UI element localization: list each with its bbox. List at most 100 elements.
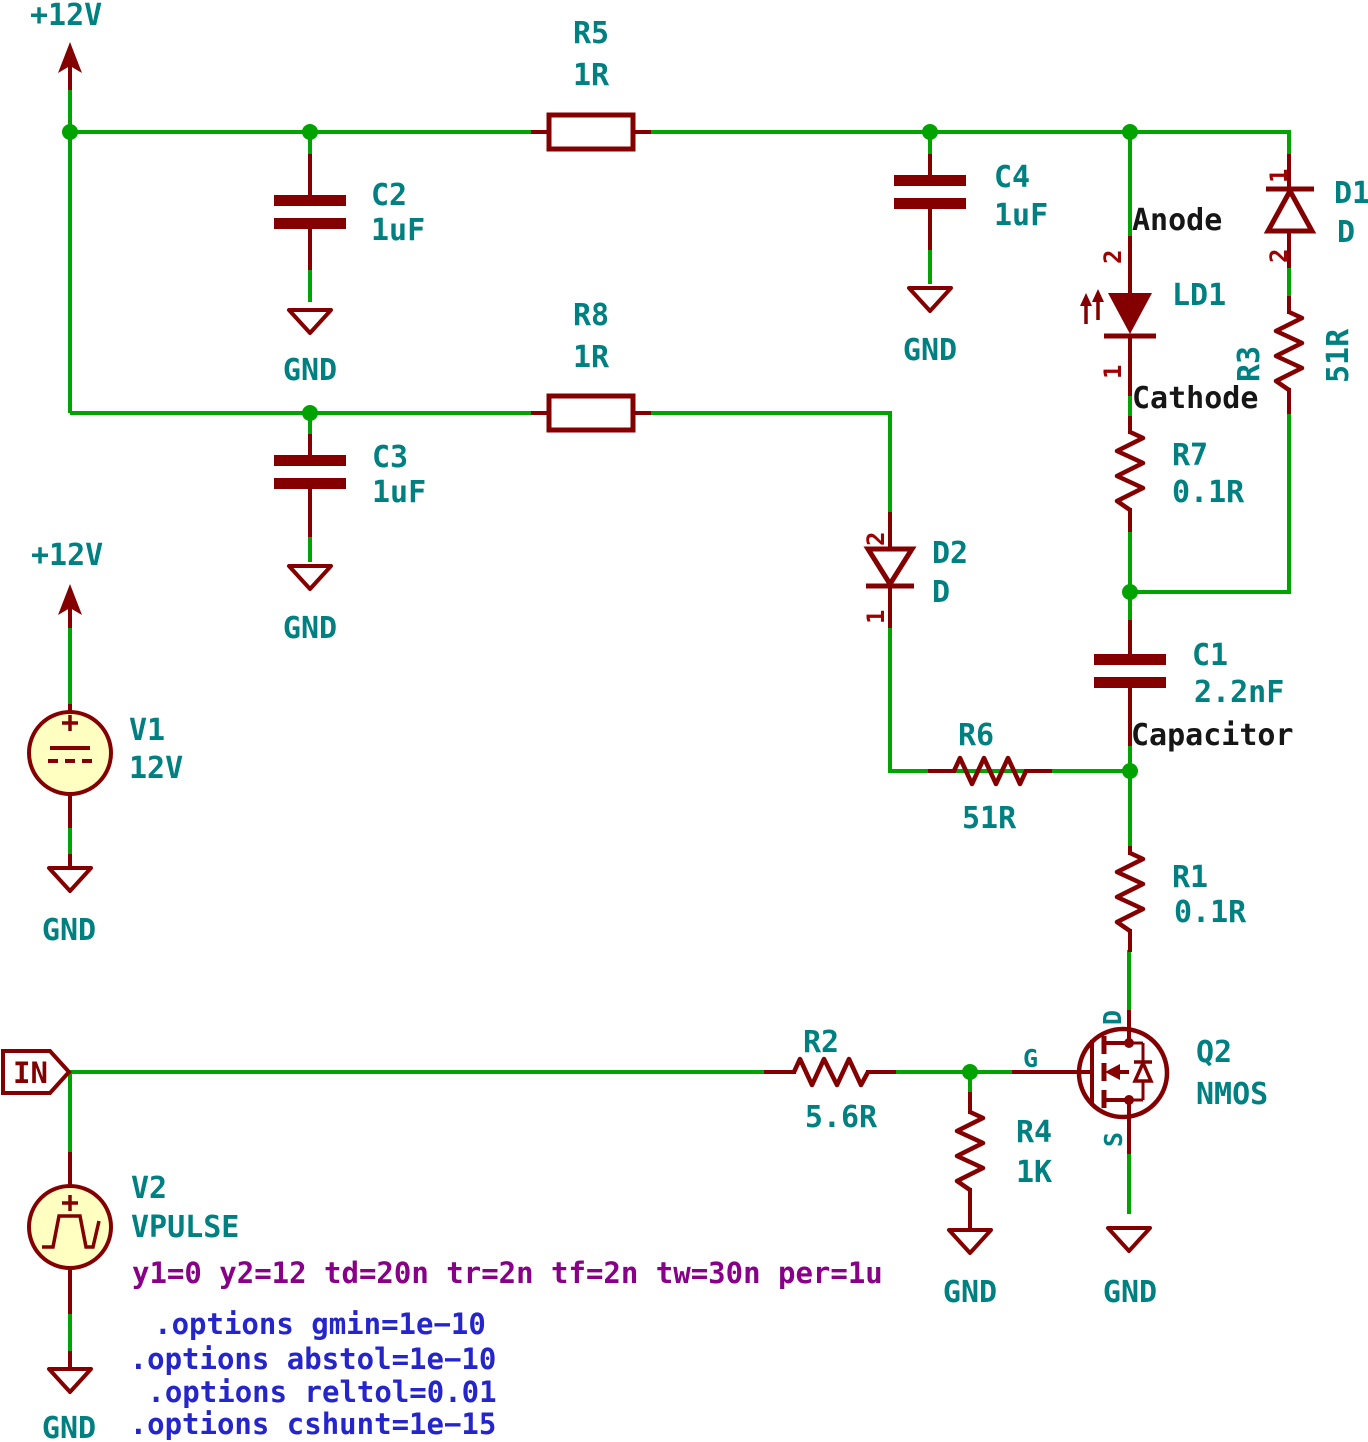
plus-icon xyxy=(62,715,78,731)
reference[interactable]: C1 xyxy=(1192,638,1228,673)
value[interactable]: 12V xyxy=(129,751,183,786)
reference[interactable]: R5 xyxy=(573,16,609,51)
reference[interactable]: C2 xyxy=(371,178,407,213)
reference[interactable]: R7 xyxy=(1172,438,1208,473)
gnd-v1[interactable]: GND xyxy=(42,866,96,948)
pulse-waveform-icon xyxy=(42,1214,101,1249)
resistor-R5[interactable]: R5 1R xyxy=(531,16,651,152)
diode-D1[interactable]: 1 2 D1 D xyxy=(1263,154,1368,268)
wire[interactable] xyxy=(1130,412,1291,594)
resistor-R7[interactable]: R7 0.1R xyxy=(1114,416,1245,532)
pin-name-cathode: Cathode xyxy=(1132,381,1258,416)
value[interactable]: 1uF xyxy=(994,198,1048,233)
wire[interactable] xyxy=(70,130,1291,156)
value[interactable]: 0.1R xyxy=(1172,475,1245,510)
directive-line[interactable]: .options abstol=1e−10 xyxy=(130,1342,497,1376)
gnd-v2[interactable]: GND xyxy=(42,1367,96,1442)
reference[interactable]: V2 xyxy=(131,1171,167,1206)
value[interactable]: VPULSE xyxy=(131,1210,239,1245)
gnd-label[interactable]: GND xyxy=(42,913,96,948)
power-arrow-icon xyxy=(58,584,82,615)
power-flag-12v-top[interactable]: +12V xyxy=(30,0,102,90)
resistor-R2[interactable]: R2 5.6R xyxy=(764,1025,896,1135)
port-label[interactable]: IN xyxy=(13,1056,48,1090)
wire[interactable] xyxy=(888,626,1130,773)
capacitor-plate-icon xyxy=(274,478,346,489)
reference[interactable]: R3 xyxy=(1232,346,1267,382)
resistor-R3[interactable]: R3 51R xyxy=(1232,296,1356,414)
directive-line[interactable]: .options cshunt=1e−15 xyxy=(130,1407,497,1441)
reference[interactable]: LD1 xyxy=(1172,278,1226,313)
value[interactable]: 0.1R xyxy=(1174,895,1247,930)
capacitor-C2[interactable]: C2 1uF xyxy=(274,154,425,270)
directive-line[interactable]: .options gmin=1e−10 xyxy=(154,1307,486,1341)
value[interactable]: NMOS xyxy=(1196,1077,1268,1112)
reference[interactable]: V1 xyxy=(129,713,165,748)
power-label[interactable]: +12V xyxy=(30,0,102,33)
gnd-label[interactable]: GND xyxy=(903,333,957,368)
gnd-icon xyxy=(947,1228,993,1255)
gnd-r4[interactable]: GND xyxy=(943,1228,997,1310)
led-triangle-icon xyxy=(1108,293,1152,334)
capacitor-C1[interactable]: C1 2.2nF Capacitor xyxy=(1094,620,1294,753)
reference[interactable]: R2 xyxy=(803,1025,839,1060)
source-V1[interactable]: V1 12V xyxy=(27,704,183,870)
led-light-arrows-icon xyxy=(1080,289,1104,324)
value[interactable]: D xyxy=(932,575,950,610)
resistor-R6[interactable]: R6 51R xyxy=(928,718,1052,836)
resistor-R8[interactable]: R8 1R xyxy=(531,298,651,433)
value[interactable]: 1K xyxy=(1016,1155,1052,1190)
value[interactable]: 1uF xyxy=(372,475,426,510)
value[interactable]: 51R xyxy=(962,801,1017,836)
capacitor-plate-icon xyxy=(894,198,966,209)
capacitor-C3[interactable]: C3 1uF xyxy=(274,434,426,537)
reference[interactable]: D1 xyxy=(1334,176,1368,211)
gnd-q2[interactable]: GND xyxy=(1103,1226,1157,1310)
port-in[interactable]: IN xyxy=(1,1049,72,1095)
directive-line[interactable]: .options reltol=0.01 xyxy=(147,1375,496,1409)
led-LD1[interactable]: Anode Cathode 2 1 LD1 xyxy=(1080,203,1258,416)
port-flag-icon xyxy=(1,1049,72,1095)
reference[interactable]: R6 xyxy=(958,718,994,753)
junction-dot xyxy=(1122,584,1138,600)
spice-directives[interactable]: .options gmin=1e−10 .options abstol=1e−1… xyxy=(130,1307,497,1441)
vpulse-params[interactable]: y1=0 y2=12 td=20n tr=2n tf=2n tw=30n per… xyxy=(132,1256,883,1290)
mosfet-Q2[interactable]: G D S Q2 NMOS xyxy=(1012,1010,1268,1154)
reference[interactable]: C3 xyxy=(372,440,408,475)
power-label[interactable]: +12V xyxy=(31,538,103,573)
value[interactable]: 5.6R xyxy=(805,1100,878,1135)
wire[interactable] xyxy=(70,411,892,514)
power-flag-12v-v1[interactable]: +12V xyxy=(31,538,103,628)
gnd-c3[interactable]: GND xyxy=(283,564,337,646)
value[interactable]: 1R xyxy=(573,58,610,93)
gnd-label[interactable]: GND xyxy=(283,353,337,388)
resistor-R1[interactable]: R1 0.1R xyxy=(1114,846,1247,952)
gnd-c4[interactable]: GND xyxy=(903,286,957,368)
gnd-label[interactable]: GND xyxy=(1103,1275,1157,1310)
value[interactable]: D xyxy=(1337,215,1355,250)
gnd-label[interactable]: GND xyxy=(283,611,337,646)
value[interactable]: 1uF xyxy=(371,213,425,248)
gnd-label[interactable]: GND xyxy=(943,1275,997,1310)
resistor-R4[interactable]: R4 1K xyxy=(954,1092,1052,1231)
gnd-c2[interactable]: GND xyxy=(283,308,337,388)
reference[interactable]: R8 xyxy=(573,298,609,333)
reference[interactable]: R4 xyxy=(1016,1115,1052,1150)
pin-name-source: S xyxy=(1099,1132,1128,1147)
reference[interactable]: C4 xyxy=(994,160,1030,195)
gnd-label[interactable]: GND xyxy=(42,1411,96,1442)
reference[interactable]: D2 xyxy=(932,536,968,571)
pin-number: 2 xyxy=(1099,250,1127,264)
value[interactable]: 2.2nF xyxy=(1194,675,1284,710)
junction-dot xyxy=(1122,124,1138,140)
value[interactable]: 51R xyxy=(1321,328,1356,383)
source-V2[interactable]: V2 VPULSE y1=0 y2=12 td=20n tr=2n tf=2n … xyxy=(27,1152,883,1370)
gnd-icon xyxy=(1106,1226,1152,1253)
resistor-body-icon xyxy=(546,393,636,433)
capacitor-C4[interactable]: C4 1uF xyxy=(894,154,1048,250)
reference[interactable]: R1 xyxy=(1172,860,1208,895)
resistor-zigzag-icon xyxy=(1114,850,1146,933)
value[interactable]: 1R xyxy=(573,340,610,375)
reference[interactable]: Q2 xyxy=(1196,1035,1232,1070)
diode-D2[interactable]: 2 1 D2 D xyxy=(862,512,968,628)
